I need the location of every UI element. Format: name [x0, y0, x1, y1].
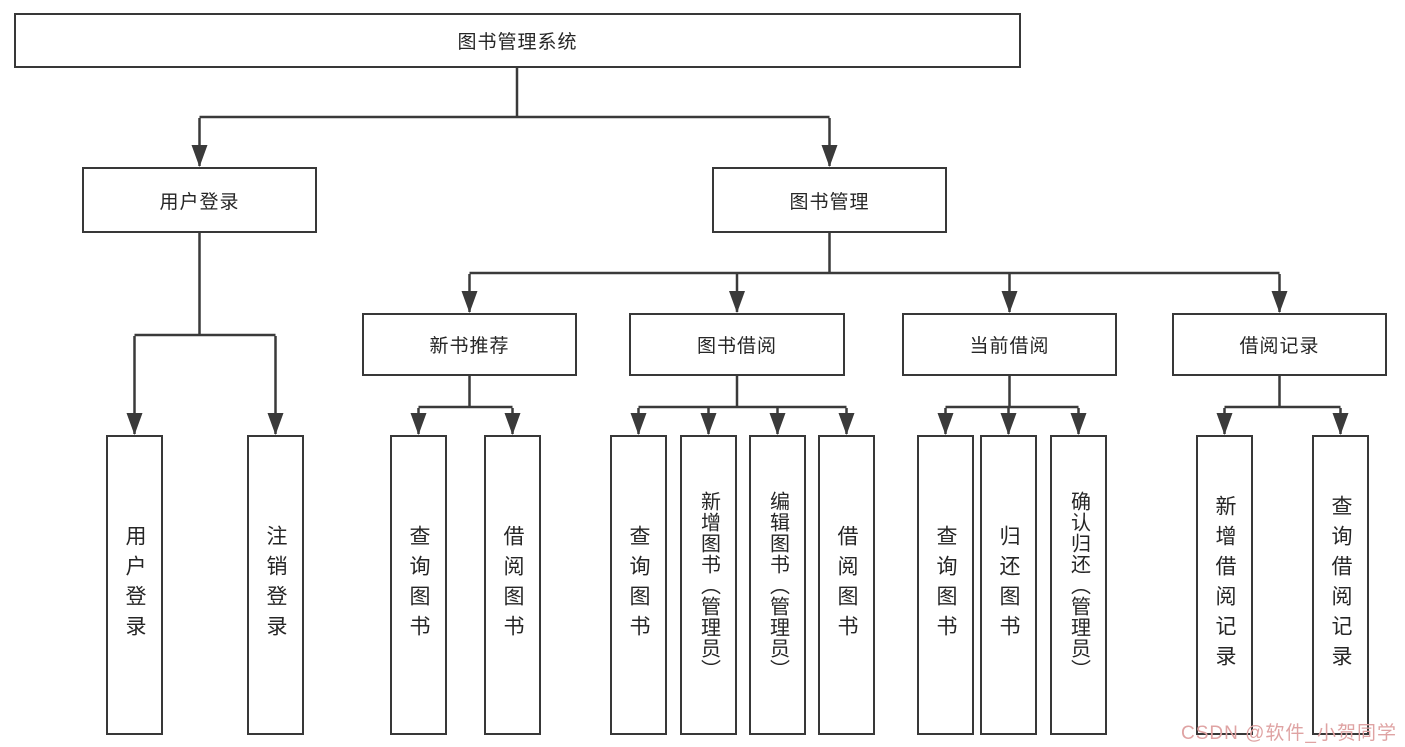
node-label: 归还图书	[997, 525, 1020, 645]
csdn-watermark: CSDN @软件_小贺同学	[1181, 723, 1397, 744]
node-label: 新增借阅记录	[1213, 495, 1236, 675]
leaf-user-login: 用户登录	[106, 435, 163, 735]
leaf-logout: 注销登录	[247, 435, 304, 735]
node-label: 用户登录	[123, 525, 146, 645]
node-label: 注销登录	[264, 525, 287, 645]
node-label: 查询图书	[934, 525, 957, 645]
node-label: 借阅图书	[501, 525, 524, 645]
leaf-recommend-borrow-books: 借阅图书	[484, 435, 541, 735]
node-label: 当前借阅	[969, 336, 1050, 357]
node-library-management-system: 图书管理系统	[14, 13, 1021, 68]
node-label: 确认归还（管理员）	[1067, 490, 1090, 680]
node-label: 图书管理系统	[457, 32, 578, 53]
connector-trunks	[134, 67, 1341, 409]
leaf-borrowing-borrow-books: 借阅图书	[818, 435, 875, 735]
leaf-current-confirm-return-admin: 确认归还（管理员）	[1050, 435, 1107, 735]
node-label: 新书推荐	[429, 336, 510, 357]
node-label: 查询图书	[627, 525, 650, 645]
node-label: 借阅图书	[835, 525, 858, 645]
node-label: 图书管理	[789, 191, 870, 213]
node-book-management-branch: 图书管理	[712, 167, 947, 233]
node-label: 用户登录	[159, 191, 240, 213]
node-current-borrowing: 当前借阅	[902, 313, 1117, 376]
leaf-recommend-query-books: 查询图书	[390, 435, 447, 735]
node-user-login-branch: 用户登录	[82, 167, 317, 233]
node-borrowing-records: 借阅记录	[1172, 313, 1387, 376]
leaf-current-query-books: 查询图书	[917, 435, 974, 735]
node-label: 查询图书	[407, 525, 430, 645]
node-label: 查询借阅记录	[1329, 495, 1352, 675]
node-book-borrowing: 图书借阅	[629, 313, 845, 376]
leaf-borrowing-query-books: 查询图书	[610, 435, 667, 735]
node-label: 图书借阅	[696, 336, 777, 357]
node-label: 编辑图书（管理员）	[766, 490, 789, 680]
leaf-records-query-record: 查询借阅记录	[1312, 435, 1369, 735]
leaf-current-return-books: 归还图书	[980, 435, 1037, 735]
leaf-borrowing-add-books-admin: 新增图书（管理员）	[680, 435, 737, 735]
leaf-records-add-record: 新增借阅记录	[1196, 435, 1253, 735]
leaf-borrowing-edit-books-admin: 编辑图书（管理员）	[749, 435, 806, 735]
node-label: 新增图书（管理员）	[697, 490, 720, 680]
node-new-book-recommendation: 新书推荐	[362, 313, 577, 376]
node-label: 借阅记录	[1239, 336, 1320, 357]
